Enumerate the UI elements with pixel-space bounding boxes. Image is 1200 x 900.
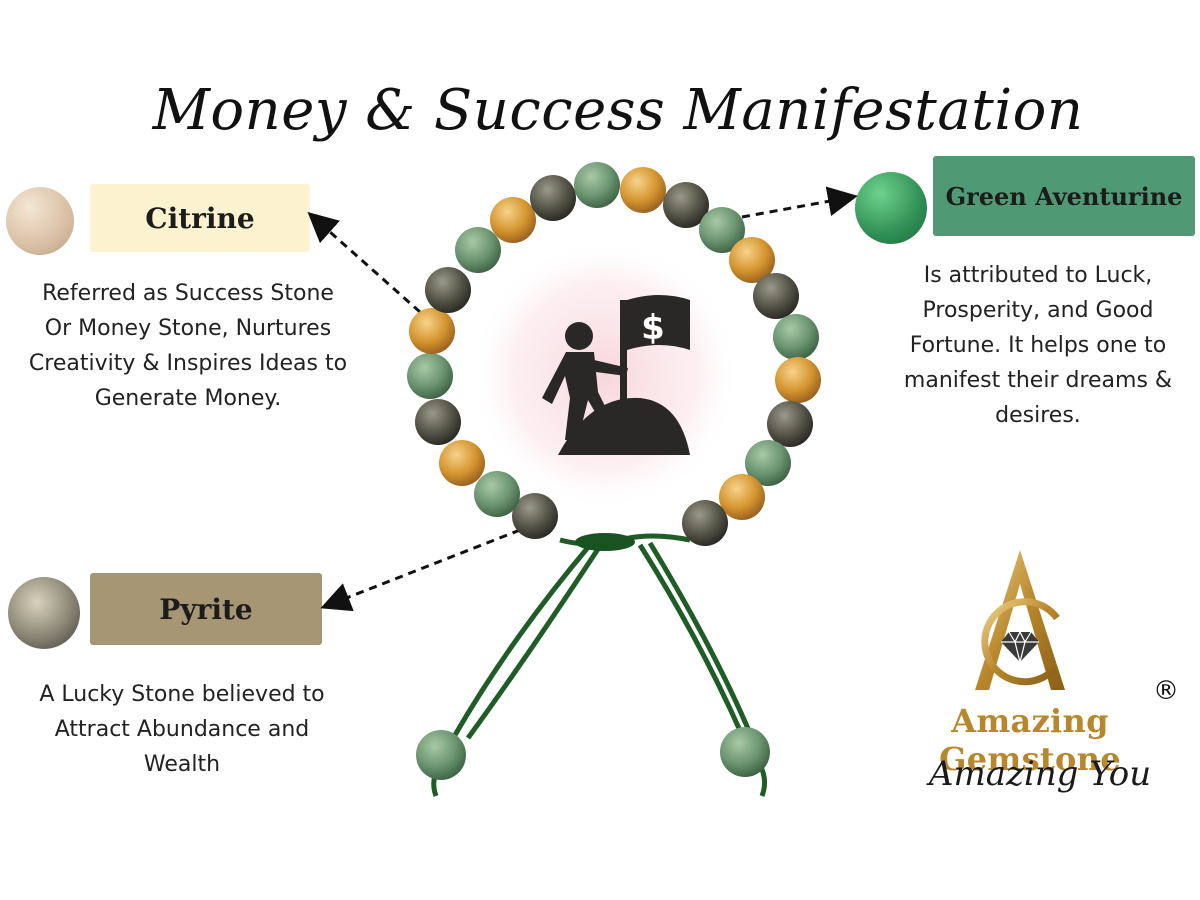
svg-text:$: $ — [641, 308, 665, 348]
citrine-label: Citrine — [90, 184, 310, 252]
cord-bead-left — [416, 730, 466, 780]
person-climbing-with-dollar-flag-icon: $ — [542, 295, 690, 455]
aventurine-description: Is attributed to Luck, Prosperity, and G… — [903, 263, 1173, 428]
diamond-triangle-logo-icon — [975, 550, 1065, 690]
brand-tagline: Amazing You — [928, 754, 1152, 794]
pyrite-stone — [8, 577, 80, 649]
bracelet-beads — [407, 162, 821, 546]
aventurine-arrow — [741, 186, 858, 219]
pyrite-description: A Lucky Stone believed to Attract Abunda… — [39, 682, 325, 777]
pyrite-arrow — [320, 528, 521, 612]
citrine-description: Referred as Success Stone Or Money Stone… — [28, 281, 348, 411]
citrine-stone — [6, 187, 74, 255]
page-title: Money & Success Manifestation — [152, 78, 1084, 143]
cord-knot — [575, 533, 635, 551]
registered-mark: ® — [1153, 676, 1179, 706]
aventurine-stone — [855, 172, 927, 244]
cord-bead-right — [720, 727, 770, 777]
citrine-arrow — [307, 212, 421, 314]
center-glow — [470, 240, 740, 510]
pyrite-label: Pyrite — [90, 573, 322, 645]
cord — [431, 533, 768, 797]
brand-name: Amazing Gemstone — [939, 702, 1121, 778]
aventurine-label: Green Aventurine — [933, 156, 1195, 236]
